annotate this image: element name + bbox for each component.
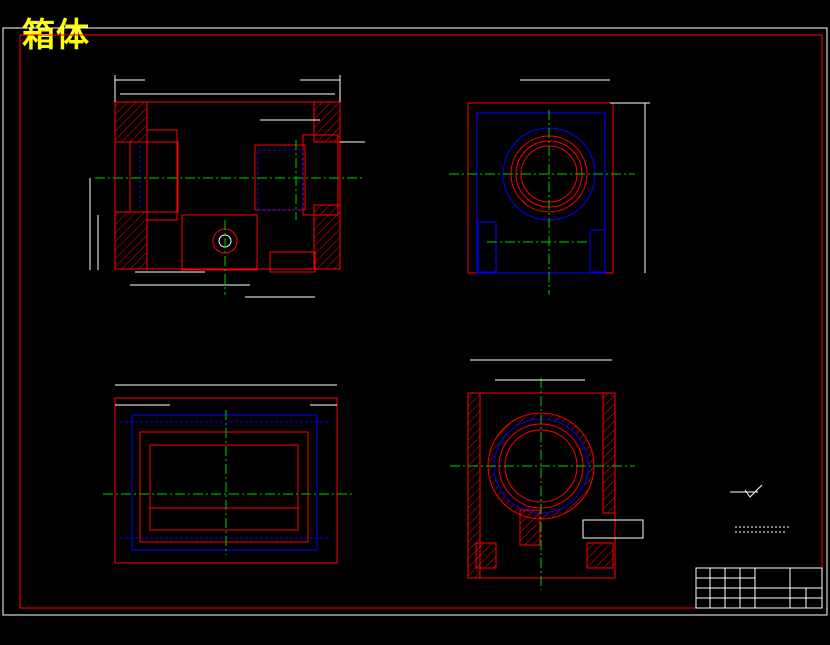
top-view [103,384,355,564]
front-section-view [89,75,365,298]
inner-frame-border [19,34,823,609]
title-block [695,567,823,609]
section-view [450,359,644,590]
outer-sheet-border [2,27,828,616]
technical-notes [730,484,790,533]
right-side-view [449,79,650,295]
